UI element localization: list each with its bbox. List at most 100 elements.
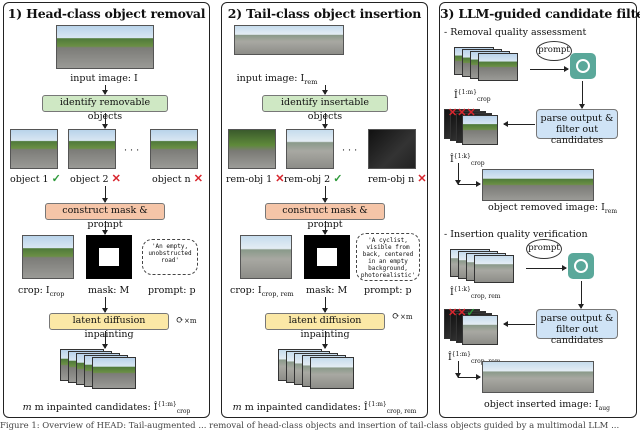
arrow — [526, 265, 567, 271]
arrow — [102, 186, 108, 203]
insertion-candidates-stack — [450, 249, 522, 285]
panel2-input-label: input image: Irem — [222, 73, 332, 88]
arrow — [322, 186, 328, 203]
panel2-rem-obj-2-text: rem-obj 2 — [284, 174, 331, 185]
panel1-repeat-m: ⟳×m — [176, 315, 196, 327]
latent-diffusion-box-2: latent diffusion inpainting — [265, 313, 385, 340]
panel1-prompt-label: prompt: p — [148, 285, 196, 296]
removal-filtered-label: Î{1:k}crop — [450, 151, 485, 169]
panel2-rem-obj-n-text: rem-obj n — [368, 174, 415, 185]
object-inserted-label-text: object inserted image: I — [484, 399, 599, 410]
panel1-output-sup: {1:m} — [157, 401, 177, 408]
prompt-bubble-1: prompt — [536, 41, 572, 61]
arrow — [322, 297, 328, 313]
check-icon: ✓ — [51, 172, 61, 185]
panel2-ellipsis: · · · — [342, 145, 358, 156]
arrow — [458, 181, 481, 187]
cross-icon: ✕ — [417, 172, 427, 185]
cross-icon: ✕ — [466, 106, 476, 119]
panel1-object-2-thumb — [68, 129, 116, 169]
insertion-filtered-stack — [444, 309, 504, 347]
arrow — [579, 81, 585, 109]
panel2-prompt-label: prompt: p — [364, 285, 412, 296]
object-inserted-label: object inserted image: Iaug — [484, 399, 610, 414]
object-removed-label-text: object removed image: I — [488, 202, 605, 213]
cross-marks: ✕✕✕ — [448, 107, 476, 119]
candidate-image — [92, 357, 136, 389]
removal-stack-label-text: Î — [454, 90, 458, 102]
prompt-bubble-2: prompt — [526, 239, 562, 259]
removal-candidates-stack — [454, 47, 526, 83]
panel1-object-n-label: object n ✕ — [152, 173, 203, 185]
check-cross-marks: ✕✕✓ — [448, 307, 476, 319]
insertion-stack-label-text: Î — [450, 287, 454, 299]
removal-filtered-sub: crop — [470, 160, 485, 168]
panel3-title: 3) LLM-guided candidate filtering — [440, 6, 640, 21]
panel2-candidates-stack — [278, 349, 358, 389]
filtered-image — [462, 115, 498, 145]
panel1-crop-image — [22, 235, 74, 279]
insertion-stack-sub: crop, rem — [470, 293, 501, 301]
arrow — [102, 331, 108, 349]
panel2-rem-obj-2-label: rem-obj 2 ✓ — [284, 173, 342, 185]
cross-icon: ✕ — [457, 306, 467, 319]
object-inserted-sub: aug — [598, 404, 610, 412]
filtered-image — [462, 315, 498, 345]
cross-icon: ✕ — [111, 172, 121, 185]
panel1-object-1-text: object 1 — [10, 174, 49, 185]
panel1-object-1-thumb — [10, 129, 58, 169]
llm-icon — [568, 253, 594, 279]
panel2-output-sub: crop, rem — [386, 408, 417, 416]
panel1-object-2-label: object 2 ✕ — [70, 173, 121, 185]
arrow — [578, 281, 584, 309]
panel1-mask-label: mask: M — [88, 285, 130, 296]
panel1-crop-label: crop: Icrop — [18, 285, 64, 300]
construct-mask-prompt-box-1: construct mask & prompt — [45, 203, 165, 230]
removal-stack-label: Î{1:m}crop — [454, 87, 491, 105]
panel2-output-text: m inpainted candidates: Î — [244, 402, 368, 414]
figure-caption: Figure 1: Overview of HEAD: Tail-augment… — [0, 421, 620, 431]
panel2-mask-image — [304, 235, 350, 279]
parse-filter-box-1: parse output & filter out candidates — [536, 109, 618, 146]
panel1-prompt-bubble: 'An empty, unobstructed road' — [142, 239, 198, 275]
arrow — [322, 113, 328, 129]
arrow — [322, 221, 328, 235]
panel2-rem-obj-n-label: rem-obj n ✕ — [368, 173, 427, 185]
arrow — [455, 163, 461, 185]
arrow — [322, 85, 328, 95]
removal-section-heading: - Removal quality assessment — [444, 27, 587, 38]
panel1-candidates-stack — [60, 349, 140, 389]
insertion-filtered-sup: {1:m} — [451, 351, 471, 358]
candidate-image — [478, 53, 518, 81]
panel-llm-filtering: 3) LLM-guided candidate filtering - Remo… — [439, 2, 640, 418]
insertion-section-heading: - Insertion quality verification — [444, 229, 588, 240]
insertion-filtered-label-text: Î — [448, 352, 452, 364]
panel2-rem-obj-2-thumb — [286, 129, 334, 169]
panel1-crop-label-text: crop: I — [18, 285, 50, 296]
identify-removable-objects-box: identify removable objects — [42, 95, 168, 122]
panel1-object-n-text: object n — [152, 174, 191, 185]
panel1-input-image — [56, 25, 154, 69]
panel1-object-n-thumb — [150, 129, 198, 169]
panel1-output-sub: crop — [176, 408, 191, 416]
parse-filter-box-2: parse output & filter out candidates — [536, 309, 618, 346]
panel2-repeat-m: ⟳×m — [392, 311, 412, 323]
arrow — [530, 66, 569, 72]
panel1-title: 1) Head-class object removal — [7, 6, 206, 21]
construct-mask-prompt-box-2: construct mask & prompt — [265, 203, 385, 230]
arrow — [102, 85, 108, 95]
check-icon: ✓ — [333, 172, 343, 185]
object-inserted-image — [482, 361, 594, 393]
arrow — [102, 297, 108, 313]
arrow — [102, 113, 108, 129]
panel1-mask-image — [86, 235, 132, 279]
panel2-input-sub: rem — [304, 77, 318, 86]
panel2-crop-sub: crop, rem — [261, 289, 294, 298]
panel2-mask-label: mask: M — [306, 285, 348, 296]
removal-filtered-sup: {1:k} — [453, 153, 471, 160]
cross-icon: ✕ — [448, 306, 458, 319]
cross-icon: ✕ — [193, 172, 203, 185]
loop-icon: ⟳ — [392, 311, 400, 322]
panel2-rem-obj-1-text: rem-obj 1 — [226, 174, 273, 185]
panel1-crop-sub: crop — [49, 289, 65, 298]
